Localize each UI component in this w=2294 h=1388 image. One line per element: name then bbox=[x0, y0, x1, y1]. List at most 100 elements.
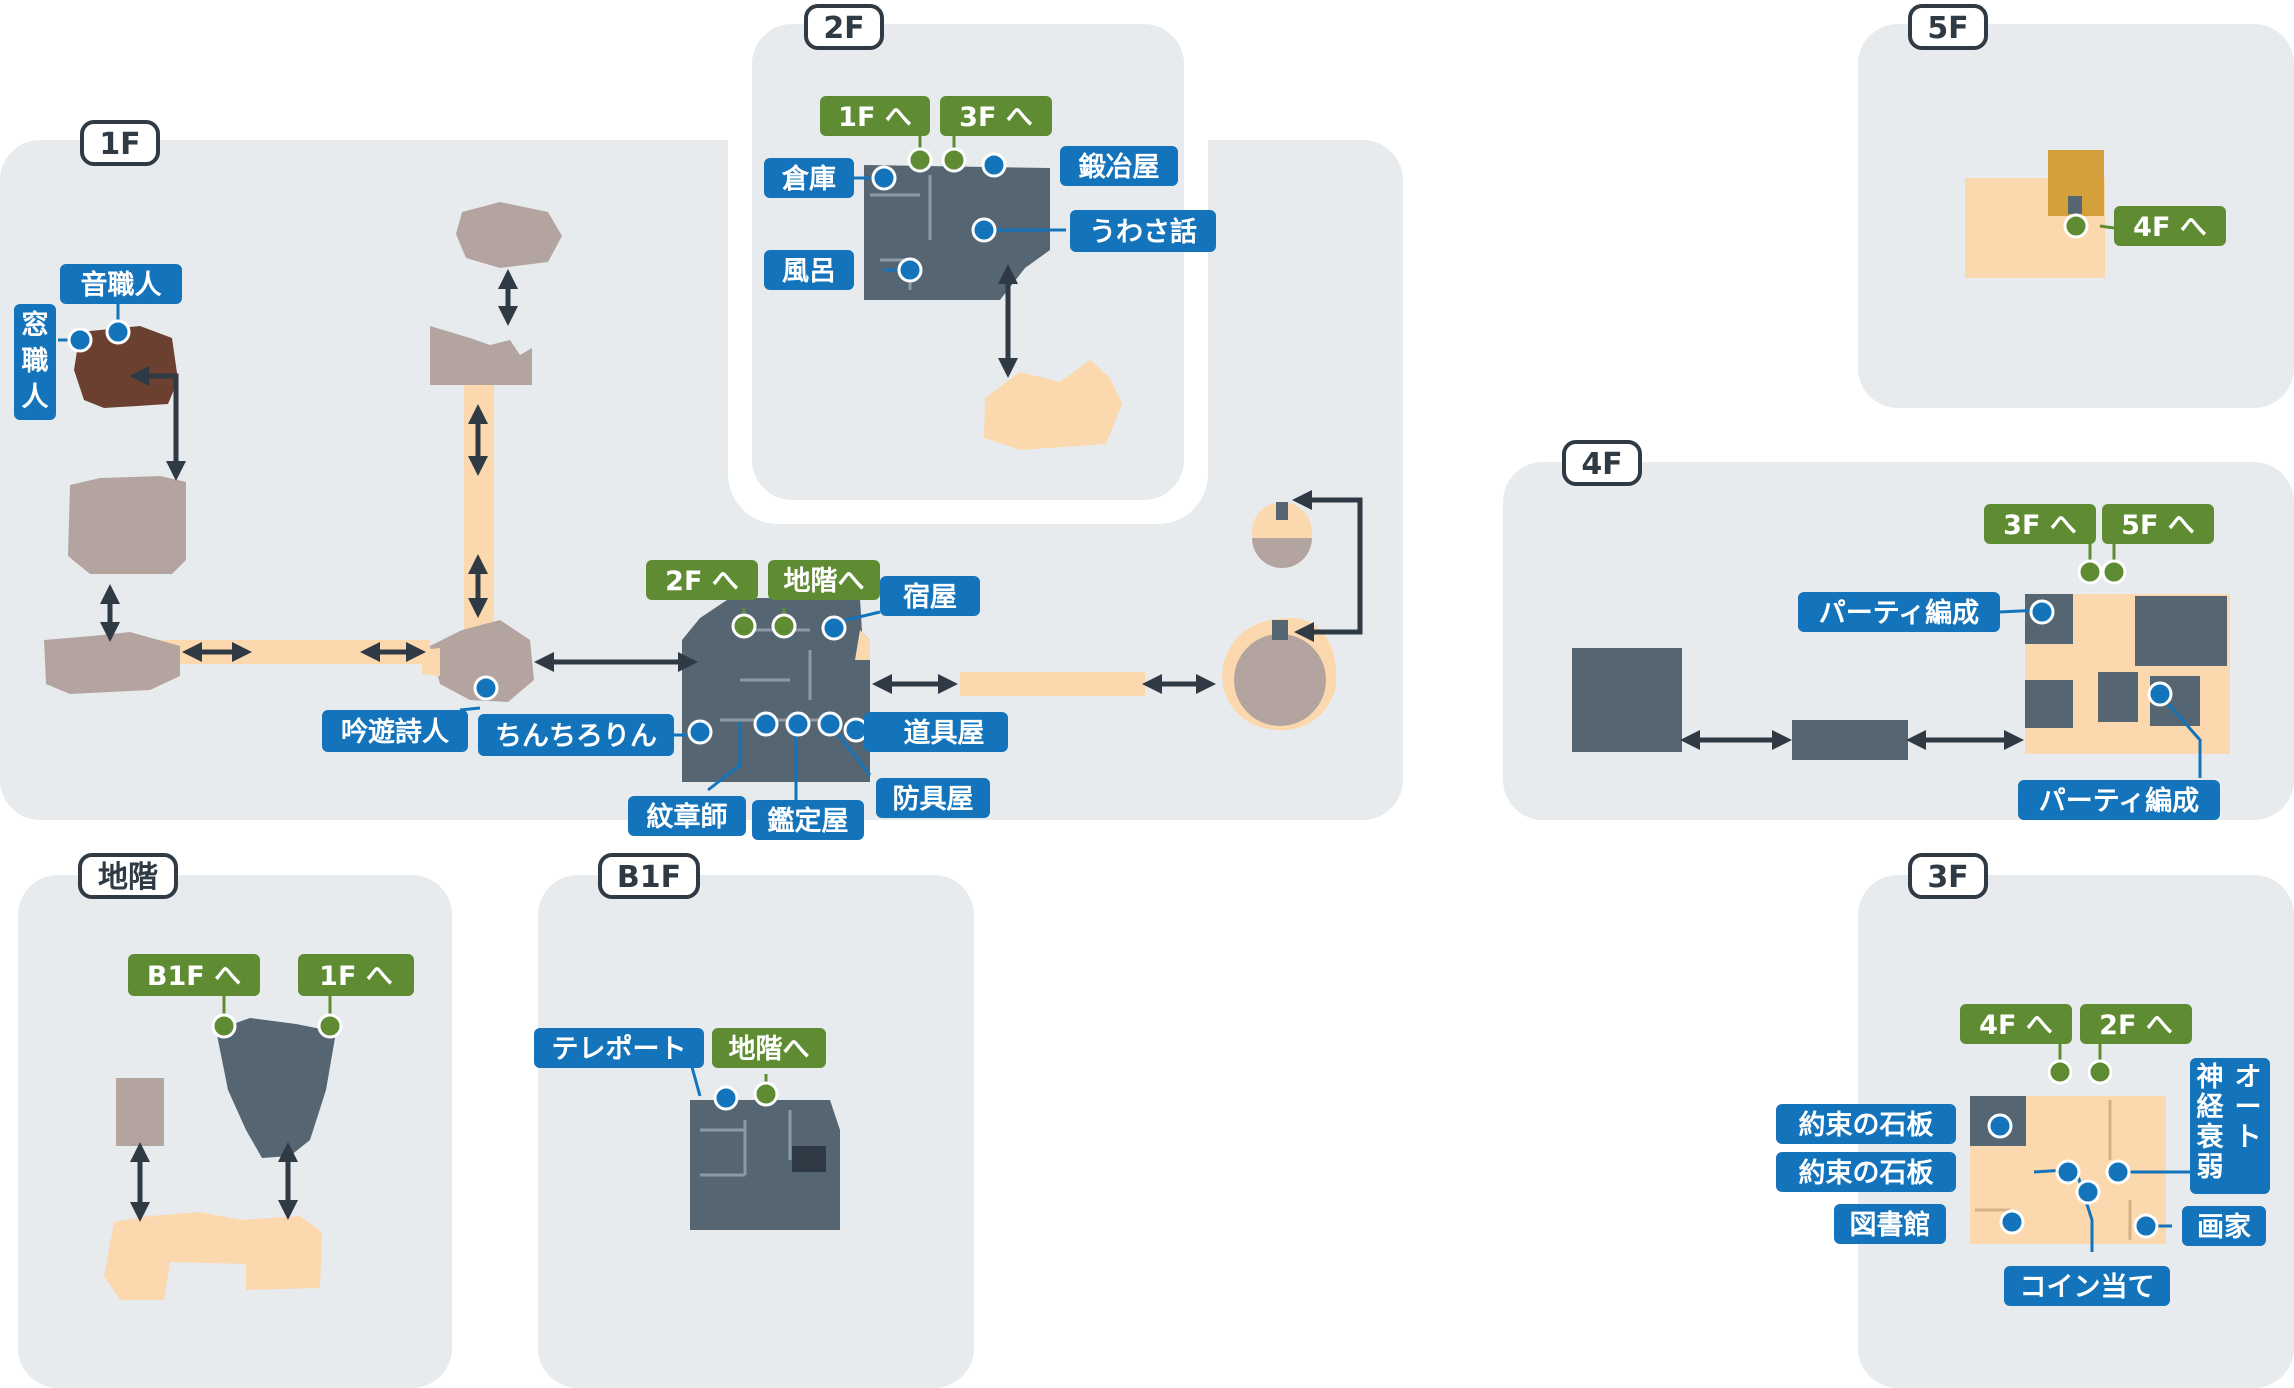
building-town bbox=[682, 598, 870, 782]
circle-pin-icon[interactable] bbox=[2055, 1159, 2081, 1185]
room-mauve bbox=[430, 326, 532, 385]
floor-tag-3f: 3F bbox=[1927, 860, 1968, 895]
room-peach-basement bbox=[104, 1212, 322, 1300]
circle-pin-icon[interactable] bbox=[2105, 1159, 2131, 1185]
label-shinkei-3[interactable]: 衰 bbox=[2197, 1121, 2225, 1153]
label-party-1[interactable]: パーティ編成 bbox=[1819, 597, 1979, 629]
circle-pin-icon[interactable] bbox=[871, 165, 897, 191]
label-yakusoku-1[interactable]: 約束の石板 bbox=[1799, 1109, 1934, 1141]
label-to-5f[interactable]: 5F へ bbox=[2121, 510, 2195, 541]
floor-tag-2f: 2F bbox=[823, 11, 864, 46]
corridor bbox=[960, 672, 1145, 696]
label-shinkei-4[interactable]: 弱 bbox=[2197, 1152, 2224, 1183]
label-furo[interactable]: 風呂 bbox=[782, 256, 836, 287]
label-chinchirorin[interactable]: ちんちろりん bbox=[495, 721, 657, 752]
room-dark-b1f bbox=[690, 1100, 840, 1230]
room-circle-east-inner bbox=[1234, 634, 1326, 726]
label-to-4f-3f[interactable]: 4F へ bbox=[1979, 1010, 2053, 1041]
label-bouguya[interactable]: 防具屋 bbox=[893, 784, 974, 815]
label-shinkei-2[interactable]: 経 bbox=[2197, 1091, 2225, 1123]
label-auto-2[interactable]: ー bbox=[2235, 1092, 2262, 1123]
circle-pin-icon[interactable] bbox=[843, 717, 869, 743]
label-to-basement[interactable]: 地階へ bbox=[784, 566, 865, 597]
circle-pin-icon[interactable] bbox=[2077, 559, 2103, 585]
label-yakusoku-2[interactable]: 約束の石板 bbox=[1799, 1157, 1934, 1189]
label-douguya[interactable]: 道具屋 bbox=[904, 717, 985, 749]
circle-pin-icon[interactable] bbox=[753, 1081, 779, 1107]
circle-pin-icon[interactable] bbox=[2087, 1059, 2113, 1085]
circle-pin-icon[interactable] bbox=[211, 1013, 237, 1039]
floor-tag-4f: 4F bbox=[1581, 447, 1622, 482]
label-yadoya[interactable]: 宿屋 bbox=[903, 581, 957, 613]
label-to-1f[interactable]: 1F へ bbox=[838, 102, 912, 133]
circle-pin-icon[interactable] bbox=[821, 615, 847, 641]
circle-pin-icon[interactable] bbox=[971, 217, 997, 243]
circle-pin-icon[interactable] bbox=[473, 675, 499, 701]
label-madoshokunin-2[interactable]: 職 bbox=[22, 346, 49, 377]
circle-pin-icon[interactable] bbox=[2063, 213, 2089, 239]
floor-tags: 1F 2F 5F 4F 3F 地階 B1F bbox=[78, 4, 1988, 899]
label-kanteiya[interactable]: 鑑定屋 bbox=[768, 805, 849, 837]
label-to-4f-5f[interactable]: 4F へ bbox=[2133, 212, 2207, 243]
label-shinkei-1[interactable]: 神 bbox=[2197, 1062, 2224, 1093]
circle-pin-icon[interactable] bbox=[731, 613, 757, 639]
circle-pin-icon[interactable] bbox=[2047, 1059, 2073, 1085]
label-madoshokunin-3[interactable]: 人 bbox=[22, 382, 49, 413]
floor-tag-b1f: B1F bbox=[617, 860, 681, 895]
circle-pin-icon[interactable] bbox=[687, 719, 713, 745]
room-door bbox=[1272, 620, 1288, 640]
label-boxes: 音職人 窓 職 人 吟遊詩人 ちんちろりん 紋章師 鑑定屋 防具屋 道具屋 宿屋… bbox=[14, 96, 2270, 1306]
label-to-basement-b1f[interactable]: 地階へ bbox=[729, 1034, 810, 1065]
circle-pin-icon[interactable] bbox=[2029, 599, 2055, 625]
label-auto-1[interactable]: オ bbox=[2235, 1062, 2262, 1093]
circle-pin-icon[interactable] bbox=[771, 613, 797, 639]
panel-basement bbox=[18, 875, 452, 1388]
circle-pin-icon[interactable] bbox=[105, 319, 131, 345]
label-monshoshi[interactable]: 紋章師 bbox=[647, 801, 728, 833]
label-party-2[interactable]: パーティ編成 bbox=[2039, 785, 2199, 817]
floor-tag-5f: 5F bbox=[1927, 11, 1968, 46]
label-souko[interactable]: 倉庫 bbox=[781, 163, 836, 195]
label-toshokan[interactable]: 図書館 bbox=[1850, 1209, 1931, 1241]
circle-pin-icon[interactable] bbox=[317, 1013, 343, 1039]
label-to-1f-basement[interactable]: 1F へ bbox=[319, 961, 393, 992]
circle-pin-icon[interactable] bbox=[897, 257, 923, 283]
room-mauve bbox=[68, 476, 186, 574]
floor-tag-basement: 地階 bbox=[98, 860, 158, 895]
circle-pin-icon[interactable] bbox=[2133, 1213, 2159, 1239]
circle-pin-icon[interactable] bbox=[713, 1085, 739, 1111]
label-kajiya[interactable]: 鍛冶屋 bbox=[1079, 151, 1160, 183]
room-mauve bbox=[430, 620, 534, 702]
label-auto-3[interactable]: ト bbox=[2235, 1122, 2262, 1153]
circle-pin-icon[interactable] bbox=[1999, 1209, 2025, 1235]
circle-pin-icon[interactable] bbox=[1987, 1113, 2013, 1139]
label-coin[interactable]: コイン当て bbox=[2020, 1272, 2155, 1303]
room-4f-east-c bbox=[2135, 596, 2227, 666]
label-to-b1f[interactable]: B1F へ bbox=[147, 961, 241, 992]
label-to-2f-3f[interactable]: 2F へ bbox=[2099, 1010, 2173, 1041]
circle-pin-icon[interactable] bbox=[753, 711, 779, 737]
label-to-3f[interactable]: 3F へ bbox=[959, 102, 1033, 133]
connectors-1f bbox=[100, 269, 1363, 694]
circle-pin-icon[interactable] bbox=[907, 147, 933, 173]
circle-pin-icon[interactable] bbox=[2101, 559, 2127, 585]
circle-pin-icon[interactable] bbox=[817, 711, 843, 737]
circle-pin-icon[interactable] bbox=[941, 147, 967, 173]
circle-pin-icon[interactable] bbox=[981, 152, 1007, 178]
label-to-3f-4f[interactable]: 3F へ bbox=[2003, 510, 2077, 541]
circle-pin-icon[interactable] bbox=[785, 711, 811, 737]
label-to-2f[interactable]: 2F へ bbox=[665, 566, 739, 597]
room-4f-east-b bbox=[2025, 680, 2073, 728]
room-door bbox=[2068, 196, 2082, 214]
circle-pin-icon[interactable] bbox=[67, 327, 93, 353]
label-uwasabanashi[interactable]: うわさ話 bbox=[1089, 216, 1197, 248]
label-teleport[interactable]: テレポート bbox=[552, 1034, 687, 1065]
label-ginyushijin[interactable]: 吟遊詩人 bbox=[341, 716, 449, 748]
label-gaka[interactable]: 画家 bbox=[2197, 1211, 2251, 1243]
room-mauve bbox=[456, 202, 562, 268]
circle-pin-icon[interactable] bbox=[2147, 681, 2173, 707]
label-onshokunin[interactable]: 音職人 bbox=[81, 269, 162, 301]
label-madoshokunin-1[interactable]: 窓 bbox=[22, 309, 49, 341]
circle-pin-icon[interactable] bbox=[2075, 1179, 2101, 1205]
building-peach-edge bbox=[855, 630, 870, 660]
